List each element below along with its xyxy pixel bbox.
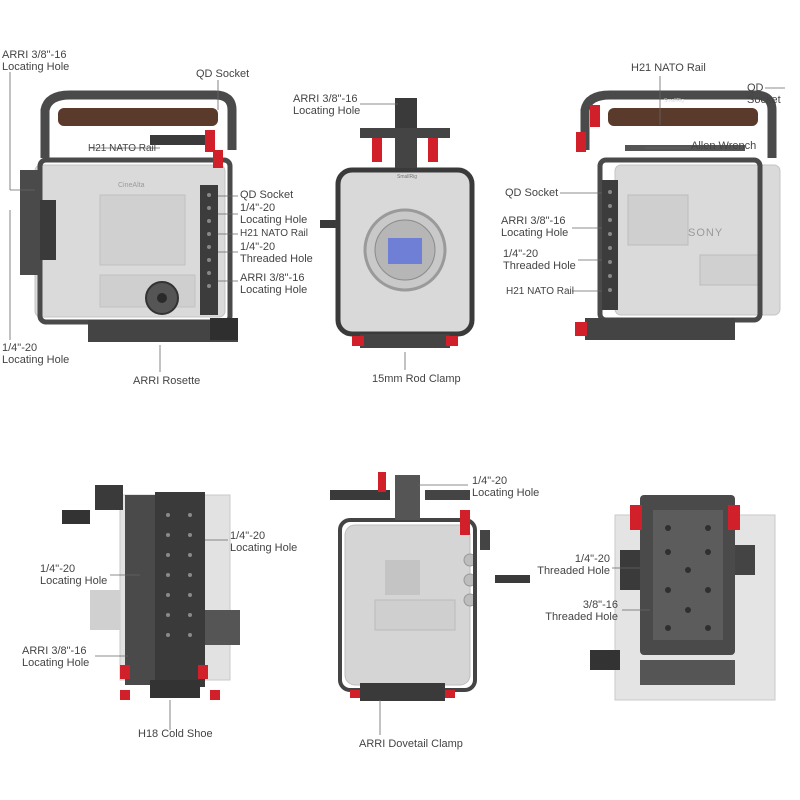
cold-shoe <box>150 680 200 698</box>
side-rail-right <box>602 180 618 310</box>
label-top-arri-locating-hole: ARRI 3/8"-16 Locating Hole <box>22 645 90 669</box>
label-top-quarter-locating-hole-right: 1/4"-20 Locating Hole <box>230 530 298 554</box>
label-right-h21-nato-rail: H21 NATO Rail <box>631 62 706 74</box>
label-cold-shoe: H18 Cold Shoe <box>138 728 213 740</box>
label-top-quarter-locating-hole-left: 1/4"-20 Locating Hole <box>40 563 108 587</box>
label-h21-nato-rail-2: H21 NATO Rail <box>240 228 308 239</box>
label-front-arri-locating-hole: ARRI 3/8"-16 Locating Hole <box>293 93 361 117</box>
view-bottom <box>590 495 776 701</box>
label-qd-socket: QD Socket <box>196 68 250 80</box>
view-top <box>62 485 240 730</box>
view-rear <box>330 472 530 735</box>
label-quarter-threaded-hole: 1/4"-20 Threaded Hole <box>240 241 313 265</box>
label-arri-rosette: ARRI Rosette <box>133 375 201 387</box>
label-rear-quarter-locating-hole: 1/4"-20 Locating Hole <box>472 475 540 499</box>
top-handle-left <box>40 90 237 158</box>
view-left-side: CineAlta <box>9 72 238 372</box>
side-rail-left <box>200 185 218 315</box>
label-h21-nato-rail: H21 NATO Rail <box>88 143 156 154</box>
base-plate-left <box>88 320 238 342</box>
top-handle-right <box>580 90 777 158</box>
label-arri-locating-hole: ARRI 3/8"-16 Locating Hole <box>2 49 70 73</box>
label-right-quarter-threaded-hole: 1/4"-20 Threaded Hole <box>503 248 576 272</box>
label-bottom-three-eighths-threaded-hole: 3/8"-16 Threaded Hole <box>545 599 618 623</box>
label-rod-clamp: 15mm Rod Clamp <box>372 373 461 385</box>
rod-clamp <box>360 334 450 348</box>
label-quarter-locating-hole-left: 1/4"-20 Locating Hole <box>2 342 70 366</box>
label-qd-socket-2: QD Socket <box>240 189 294 201</box>
label-bottom-quarter-threaded-hole: 1/4"-20 Threaded Hole <box>537 553 610 577</box>
label-right-qd-socket: QD Socket <box>505 187 559 199</box>
label-quarter-locating-hole: 1/4"-20 Locating Hole <box>240 202 308 226</box>
label-right-qd-socket-top: QD Socket <box>747 82 781 106</box>
brand-front: SmallRig <box>397 174 417 180</box>
label-dovetail-clamp: ARRI Dovetail Clamp <box>359 738 463 750</box>
brand-right: SmallRig <box>664 98 684 104</box>
label-right-arri-locating-hole: ARRI 3/8"-16 Locating Hole <box>501 215 569 239</box>
view-right-side: SONY SmallRig <box>560 76 785 340</box>
view-front: SmallRig <box>320 98 475 370</box>
cinealta-logo: CineAlta <box>118 182 145 189</box>
label-allen-wrench: Allen Wrench <box>691 140 757 152</box>
label-right-h21-nato-rail-bottom: H21 NATO Rail <box>506 286 574 297</box>
sensor <box>388 238 422 264</box>
dovetail-clamp <box>360 683 445 701</box>
label-arri-locating-hole-2: ARRI 3/8"-16 Locating Hole <box>240 272 308 296</box>
sony-logo: SONY <box>688 227 723 239</box>
